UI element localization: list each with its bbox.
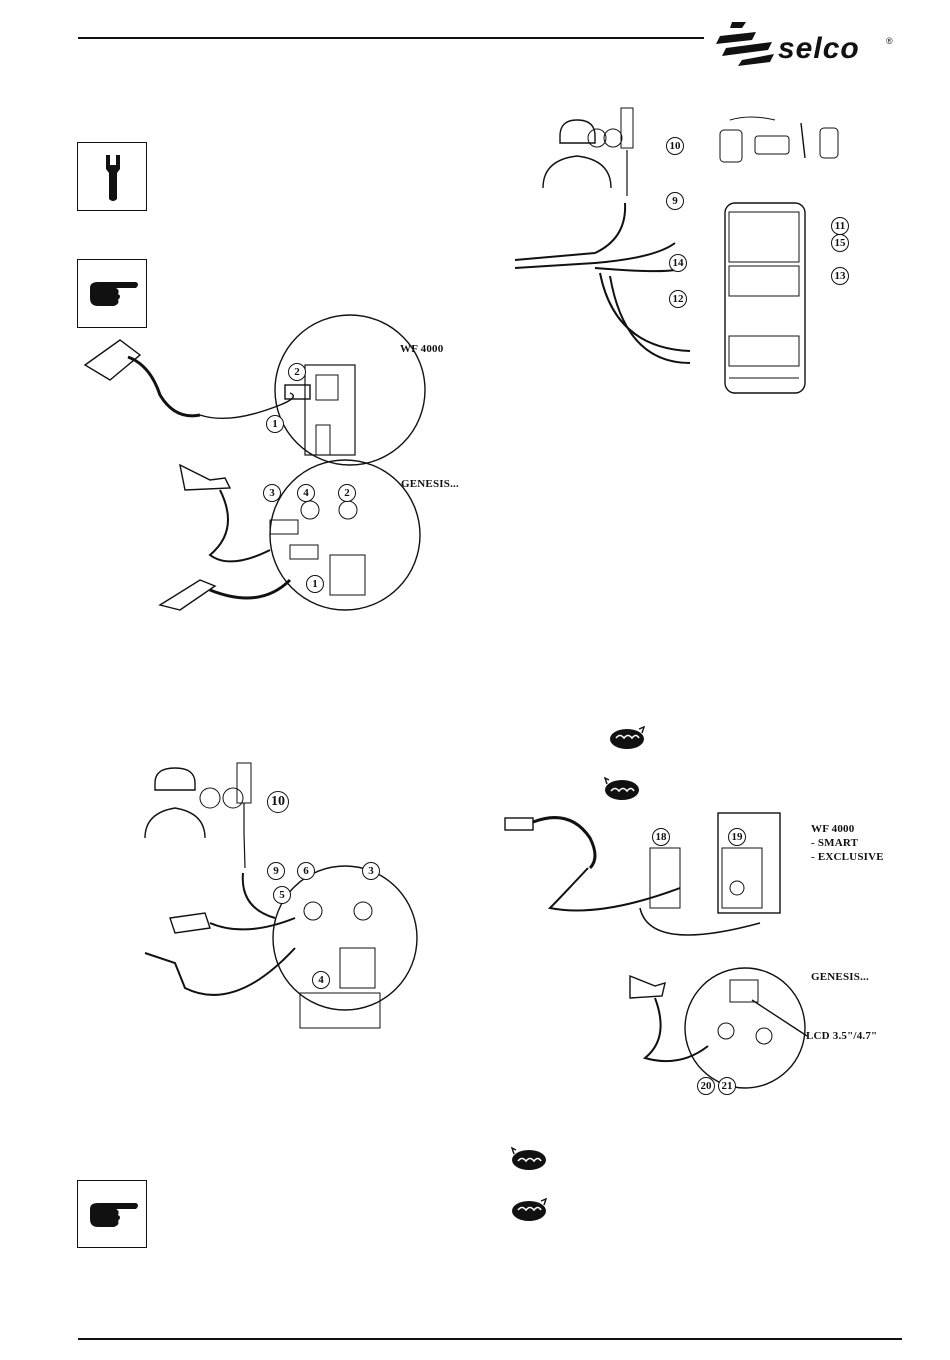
callout-2b: 2 — [338, 484, 356, 502]
callout-9: 9 — [267, 862, 285, 880]
callout-20: 20 — [697, 1077, 715, 1095]
pointing-hand-icon-box-bottom — [77, 1180, 147, 1248]
figure-mig-torch-wf4000: 18 19 — [500, 808, 800, 968]
callout-21: 21 — [718, 1077, 736, 1095]
label-wf4000: WF 4000 — [400, 343, 443, 355]
callout-10-right: 10 — [666, 137, 684, 155]
callout-2: 2 — [288, 363, 306, 381]
callout-11: 11 — [831, 217, 849, 235]
selco-logo: selco ® — [712, 14, 902, 74]
label-smart: - SMART — [811, 837, 858, 849]
label-exclusive: - EXCLUSIVE — [811, 851, 884, 863]
callout-12: 12 — [669, 290, 687, 308]
callout-9-right: 9 — [666, 192, 684, 210]
callout-4c: 4 — [312, 971, 330, 989]
registered-mark: ® — [886, 36, 893, 46]
callout-1: 1 — [266, 415, 284, 433]
callout-14: 14 — [669, 254, 687, 272]
pointing-hand-icon — [78, 1181, 148, 1249]
callout-15: 15 — [831, 234, 849, 252]
label-wf4000-right: WF 4000 — [811, 823, 854, 835]
callout-10: 10 — [267, 791, 289, 813]
callout-19: 19 — [728, 828, 746, 846]
figure-tig-gas-left: 10 9 6 3 5 4 — [135, 758, 425, 1048]
callout-3c: 3 — [362, 862, 380, 880]
selco-swoosh-icon — [712, 14, 782, 69]
pointing-hand-icon — [78, 260, 148, 329]
label-lcd: LCD 3.5"/4.7" — [806, 1030, 877, 1042]
label-genesis-right: GENESIS... — [811, 971, 869, 983]
callout-4: 4 — [297, 484, 315, 502]
pointing-hand-icon-box — [77, 259, 147, 328]
callout-18: 18 — [652, 828, 670, 846]
figure-wf4000-electrode: 1 2 — [80, 335, 480, 475]
brand-name: selco — [778, 32, 860, 66]
tip-up-icon — [603, 776, 641, 802]
callout-13: 13 — [831, 267, 849, 285]
callout-1b: 1 — [306, 575, 324, 593]
callout-6: 6 — [297, 862, 315, 880]
wrench-icon — [78, 143, 148, 212]
wrench-icon-box — [77, 142, 147, 211]
header-rule — [78, 37, 704, 39]
footer-rule — [78, 1338, 902, 1340]
tip-down-icon — [608, 725, 646, 751]
lcd-leader-line — [752, 1000, 812, 1040]
tip-up-icon — [510, 1146, 548, 1172]
figure-machine-remote: 10 9 11 15 14 13 12 — [515, 108, 860, 408]
callout-5: 5 — [273, 886, 291, 904]
label-genesis: GENESIS... — [401, 478, 459, 490]
callout-3: 3 — [263, 484, 281, 502]
tip-down-icon — [510, 1197, 548, 1223]
